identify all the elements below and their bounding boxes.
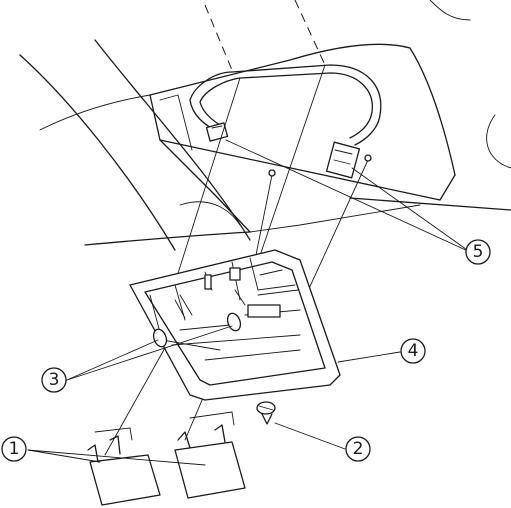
callout-4-label: 4 — [408, 341, 419, 361]
callout-4: 4 — [400, 338, 426, 364]
wiring-harness — [189, 64, 382, 146]
connector-left — [205, 122, 229, 142]
lens-left — [87, 427, 161, 506]
center-lines — [204, 0, 326, 71]
leader-lines — [27, 139, 471, 466]
lens-right — [174, 411, 246, 499]
callout-5-label: 5 — [473, 242, 484, 262]
roof-clip-hole — [268, 169, 276, 177]
roof-clip-hole — [364, 154, 372, 162]
callout-3: 3 — [41, 367, 67, 393]
roof-panel — [19, 0, 511, 251]
callout-1: 1 — [1, 436, 27, 462]
callout-5: 5 — [465, 239, 491, 265]
callout-3-label: 3 — [49, 370, 60, 390]
callout-2-label: 2 — [353, 439, 364, 459]
connector-right — [325, 141, 361, 179]
callout-1-label: 1 — [9, 439, 20, 459]
screw — [256, 401, 276, 425]
bulb-left — [152, 328, 168, 348]
callout-2: 2 — [345, 436, 371, 462]
